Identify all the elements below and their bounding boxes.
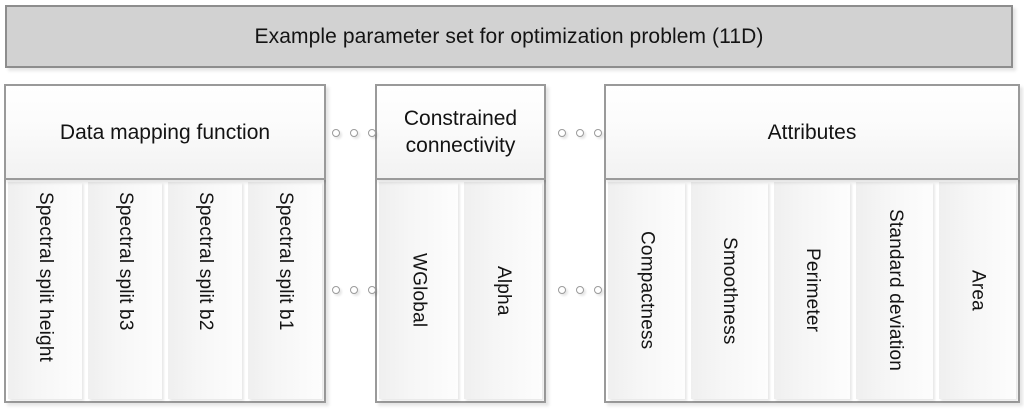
group-body-attributes: Compactness Smoothness Perimeter Standar…: [604, 180, 1020, 403]
ellipsis-dot-icon: [368, 129, 376, 137]
parameter-cell-spectral-split-b1: Spectral split b1: [248, 182, 322, 399]
ellipsis-dot-icon: [350, 286, 358, 294]
parameter-label: Smoothness: [719, 236, 741, 345]
group-header-data-mapping-function: Data mapping function: [4, 84, 326, 180]
separator-bottom-right: [558, 286, 602, 294]
ellipsis-dot-icon: [558, 286, 566, 294]
parameter-cell-standard-deviation: Standard deviation: [856, 182, 934, 399]
ellipsis-dot-icon: [558, 129, 566, 137]
group-header-constrained-connectivity: Constrained connectivity: [375, 84, 546, 180]
group-header-attributes: Attributes: [604, 84, 1020, 180]
parameter-cell-compactness: Compactness: [608, 182, 685, 399]
parameter-cell-wglobal: WGlobal: [379, 182, 458, 399]
diagram-title-bar: Example parameter set for optimization p…: [5, 5, 1013, 68]
parameter-cell-spectral-split-b3: Spectral split b3: [88, 182, 162, 399]
separator-top-left: [332, 129, 376, 137]
parameter-cell-perimeter: Perimeter: [773, 182, 851, 399]
parameter-cell-area: Area: [939, 182, 1016, 399]
group-header-label: Constrained connectivity: [403, 107, 518, 157]
ellipsis-dot-icon: [594, 129, 602, 137]
ellipsis-dot-icon: [332, 286, 340, 294]
parameter-cell-smoothness: Smoothness: [690, 182, 768, 399]
parameter-label: Spectral split b3: [115, 192, 136, 331]
group-body-constrained-connectivity: WGlobal Alpha: [375, 180, 546, 403]
group-header-label: Attributes: [767, 120, 857, 144]
ellipsis-dot-icon: [594, 286, 602, 294]
parameter-cell-spectral-split-b2: Spectral split b2: [168, 182, 242, 399]
ellipsis-dot-icon: [350, 129, 358, 137]
parameter-label: WGlobal: [408, 253, 430, 328]
parameter-label: Compactness: [636, 231, 658, 350]
page-title: Example parameter set for optimization p…: [254, 24, 764, 48]
ellipsis-dot-icon: [332, 129, 340, 137]
parameter-label: Standard deviation: [884, 209, 906, 372]
ellipsis-dot-icon: [576, 286, 584, 294]
parameter-label: Alpha: [492, 265, 514, 316]
parameter-label: Area: [967, 270, 989, 311]
group-body-data-mapping-function: Spectral split height Spectral split b3 …: [4, 180, 326, 403]
parameter-cell-spectral-split-height: Spectral split height: [8, 182, 82, 399]
parameter-cell-alpha: Alpha: [463, 182, 542, 399]
ellipsis-dot-icon: [576, 129, 584, 137]
parameter-label: Spectral split b1: [275, 192, 296, 331]
parameter-label: Spectral split height: [35, 192, 56, 363]
parameter-label: Spectral split b2: [195, 192, 216, 331]
ellipsis-dot-icon: [368, 286, 376, 294]
parameter-label: Perimeter: [801, 248, 823, 333]
separator-top-right: [558, 129, 602, 137]
group-header-label: Data mapping function: [59, 120, 271, 144]
separator-bottom-left: [332, 286, 376, 294]
